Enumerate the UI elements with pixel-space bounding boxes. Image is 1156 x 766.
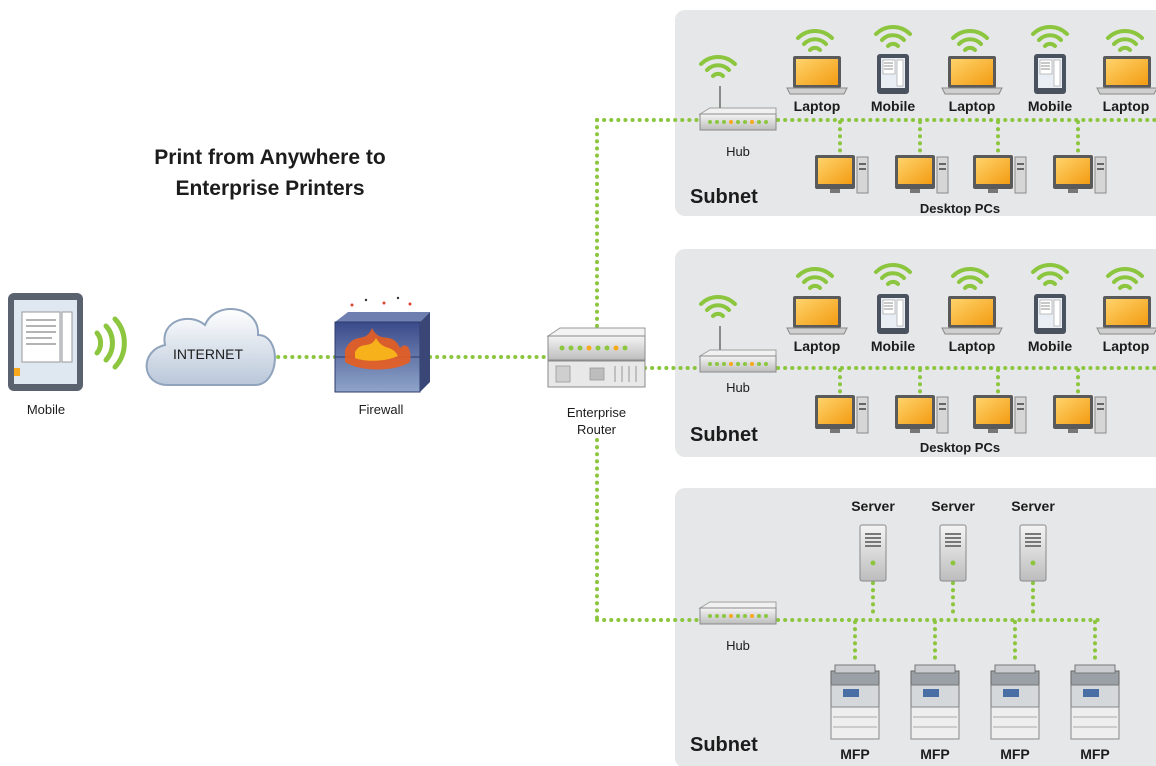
device-label: Laptop <box>948 338 996 354</box>
phone-icon <box>876 53 910 95</box>
hub-icon-subnet-2 <box>699 349 777 373</box>
mfp-printer-icon <box>910 664 960 740</box>
enterprise-router-icon <box>546 327 646 388</box>
mobile-label: Mobile <box>26 402 66 417</box>
device-label: Laptop <box>1102 98 1150 114</box>
mfp-printer-icon <box>830 664 880 740</box>
subnet-title: Subnet <box>690 424 758 446</box>
server-icon <box>1019 524 1047 582</box>
server-label: Server <box>1011 498 1055 514</box>
mobile-tablet-icon <box>8 293 83 391</box>
laptop-icon <box>941 55 1003 95</box>
device-label: Laptop <box>793 98 841 114</box>
laptop-icon <box>1096 55 1156 95</box>
router-label: Enterprise Router <box>548 404 645 438</box>
subnet-title: Subnet <box>690 186 758 208</box>
server-icon <box>859 524 887 582</box>
title-line-2: Enterprise Printers <box>175 177 365 200</box>
phone-icon <box>1033 293 1067 335</box>
desktop-icon <box>972 154 1027 194</box>
hub-icon-subnet-1 <box>699 107 777 131</box>
phone-icon <box>876 293 910 335</box>
mfp-printer-icon <box>1070 664 1120 740</box>
desktop-icon <box>1052 154 1107 194</box>
laptop-icon <box>786 295 848 335</box>
server-label: Server <box>851 498 895 514</box>
hub-icon-subnet-3 <box>699 601 777 625</box>
desktop-icon <box>972 394 1027 434</box>
device-label: Laptop <box>948 98 996 114</box>
mfp-label: MFP <box>840 746 870 762</box>
title-line-1: Print from Anywhere to <box>154 146 386 169</box>
device-label: Mobile <box>870 98 916 114</box>
mfp-printer-icon <box>990 664 1040 740</box>
subnet-title: Subnet <box>690 734 758 756</box>
server-icon <box>939 524 967 582</box>
device-label: Mobile <box>1027 338 1073 354</box>
mfp-label: MFP <box>920 746 950 762</box>
wifi-signal-icon <box>94 316 127 370</box>
firewall-icon <box>334 296 430 393</box>
router-label-line-1: Enterprise <box>566 405 627 420</box>
network-links <box>269 118 1156 662</box>
server-label: Server <box>931 498 975 514</box>
router-label-line-2: Router <box>576 422 617 437</box>
desktops-label: Desktop PCs <box>919 440 1001 455</box>
mfp-label: MFP <box>1000 746 1030 762</box>
hub-label: Hub <box>726 144 750 159</box>
desktop-icon <box>894 394 949 434</box>
device-label: Mobile <box>1027 98 1073 114</box>
hub-label: Hub <box>726 380 750 395</box>
device-label: Laptop <box>793 338 841 354</box>
laptop-icon <box>786 55 848 95</box>
laptop-icon <box>1096 295 1156 335</box>
internet-cloud-icon <box>145 308 276 386</box>
desktops-label: Desktop PCs <box>919 201 1001 216</box>
desktop-icon <box>814 394 869 434</box>
firewall-label: Firewall <box>358 402 404 417</box>
internet-label: INTERNET <box>173 346 243 362</box>
hub-label: Hub <box>726 638 750 653</box>
device-label: Mobile <box>870 338 916 354</box>
mfp-label: MFP <box>1080 746 1110 762</box>
device-label: Laptop <box>1102 338 1150 354</box>
page-title: Print from Anywhere to Enterprise Printe… <box>100 142 440 204</box>
laptop-icon <box>941 295 1003 335</box>
desktop-icon <box>1052 394 1107 434</box>
desktop-icon <box>894 154 949 194</box>
phone-icon <box>1033 53 1067 95</box>
desktop-icon <box>814 154 869 194</box>
